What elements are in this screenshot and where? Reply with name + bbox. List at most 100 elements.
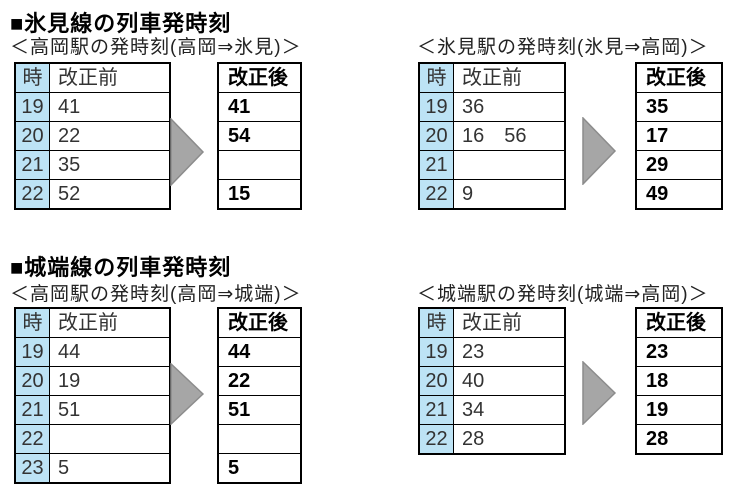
table-header-row: 改正後 — [217, 307, 302, 338]
table-row: 35 — [635, 92, 723, 122]
table-row: 54 — [217, 121, 302, 151]
table-row: 22 52 — [14, 179, 171, 210]
after-cell: 41 — [217, 92, 302, 122]
after-column-header: 改正後 — [217, 307, 302, 338]
before-column-header: 改正前 — [49, 62, 171, 93]
section-title-himi-line: ■氷見線の列車発時刻 — [10, 11, 232, 36]
revision-arrow-icon — [582, 117, 617, 185]
after-cell: 15 — [217, 179, 302, 210]
hour-cell: 21 — [418, 150, 454, 180]
table-row: 20 19 — [14, 366, 171, 396]
before-table-himi-to-takaoka: 時 改正前 19 36 20 16 56 21 22 9 — [418, 62, 566, 210]
table-row — [217, 150, 302, 180]
after-column-header: 改正後 — [635, 307, 723, 338]
table-header-row: 時 改正前 — [418, 62, 566, 93]
table-row: 21 35 — [14, 150, 171, 180]
hour-cell: 21 — [418, 395, 454, 425]
before-cell: 22 — [49, 121, 171, 151]
hour-cell: 19 — [14, 92, 50, 122]
before-column-header: 改正前 — [49, 307, 171, 338]
hour-cell: 20 — [418, 121, 454, 151]
revision-arrow-icon — [582, 361, 617, 425]
revision-arrow-icon — [170, 363, 205, 425]
table-row: 49 — [635, 179, 723, 210]
subtitle-takaoka-to-johana: ＜高岡駅の発時刻(高岡⇒城端)＞ — [10, 284, 302, 305]
table-row: 41 — [217, 92, 302, 122]
hour-cell: 20 — [418, 366, 454, 396]
hour-cell: 22 — [418, 179, 454, 210]
table-row: 28 — [635, 424, 723, 455]
table-row: 29 — [635, 150, 723, 180]
table-header-row: 時 改正前 — [14, 62, 171, 93]
after-cell: 29 — [635, 150, 723, 180]
hour-cell: 23 — [14, 453, 50, 484]
table-row — [217, 424, 302, 454]
table-row: 22 9 — [418, 179, 566, 210]
hour-column-header: 時 — [418, 62, 454, 93]
before-table-takaoka-to-johana: 時 改正前 19 44 20 19 21 51 22 23 5 — [14, 307, 171, 484]
table-row: 17 — [635, 121, 723, 151]
table-row: 23 — [635, 337, 723, 367]
before-cell: 16 56 — [453, 121, 566, 151]
hour-column-header: 時 — [14, 62, 50, 93]
table-row: 19 36 — [418, 92, 566, 122]
before-cell: 9 — [453, 179, 566, 210]
table-row: 20 40 — [418, 366, 566, 396]
after-table-takaoka-to-himi: 改正後 41 54 15 — [217, 62, 302, 210]
before-cell: 44 — [49, 337, 171, 367]
subtitle-himi-to-takaoka: ＜氷見駅の発時刻(氷見⇒高岡)＞ — [417, 37, 709, 58]
after-table-johana-to-takaoka: 改正後 23 18 19 28 — [635, 307, 723, 455]
table-row: 19 23 — [418, 337, 566, 367]
before-cell — [453, 150, 566, 180]
table-row: 5 — [217, 453, 302, 484]
hour-cell: 20 — [14, 121, 50, 151]
subtitle-takaoka-to-himi: ＜高岡駅の発時刻(高岡⇒氷見)＞ — [10, 37, 302, 58]
after-cell: 19 — [635, 395, 723, 425]
before-cell: 28 — [453, 424, 566, 455]
table-header-row: 時 改正前 — [14, 307, 171, 338]
table-header-row: 改正後 — [635, 62, 723, 93]
table-row: 21 — [418, 150, 566, 180]
hour-cell: 19 — [418, 92, 454, 122]
table-row: 20 16 56 — [418, 121, 566, 151]
after-cell: 51 — [217, 395, 302, 425]
table-row: 22 — [14, 424, 171, 454]
table-row: 51 — [217, 395, 302, 425]
after-table-himi-to-takaoka: 改正後 35 17 29 49 — [635, 62, 723, 210]
table-row: 19 — [635, 395, 723, 425]
subtitle-johana-to-takaoka: ＜城端駅の発時刻(城端⇒高岡)＞ — [417, 284, 709, 305]
after-cell — [217, 150, 302, 180]
before-column-header: 改正前 — [453, 307, 566, 338]
hour-column-header: 時 — [418, 307, 454, 338]
before-cell: 36 — [453, 92, 566, 122]
table-row: 18 — [635, 366, 723, 396]
before-cell: 34 — [453, 395, 566, 425]
hour-cell: 21 — [14, 395, 50, 425]
revision-arrow-icon — [170, 118, 205, 186]
after-cell: 17 — [635, 121, 723, 151]
table-row: 22 28 — [418, 424, 566, 455]
table-header-row: 改正後 — [635, 307, 723, 338]
hour-column-header: 時 — [14, 307, 50, 338]
hour-cell: 19 — [418, 337, 454, 367]
after-cell: 23 — [635, 337, 723, 367]
before-cell — [49, 424, 171, 454]
after-cell: 18 — [635, 366, 723, 396]
after-cell: 49 — [635, 179, 723, 210]
table-header-row: 改正後 — [217, 62, 302, 93]
before-cell: 40 — [453, 366, 566, 396]
after-cell: 22 — [217, 366, 302, 396]
hour-cell: 20 — [14, 366, 50, 396]
hour-cell: 21 — [14, 150, 50, 180]
table-row: 44 — [217, 337, 302, 367]
after-column-header: 改正後 — [217, 62, 302, 93]
after-cell: 5 — [217, 453, 302, 484]
hour-cell: 22 — [14, 179, 50, 210]
table-header-row: 時 改正前 — [418, 307, 566, 338]
before-cell: 5 — [49, 453, 171, 484]
after-cell — [217, 424, 302, 454]
before-column-header: 改正前 — [453, 62, 566, 93]
hour-cell: 19 — [14, 337, 50, 367]
after-cell: 28 — [635, 424, 723, 455]
